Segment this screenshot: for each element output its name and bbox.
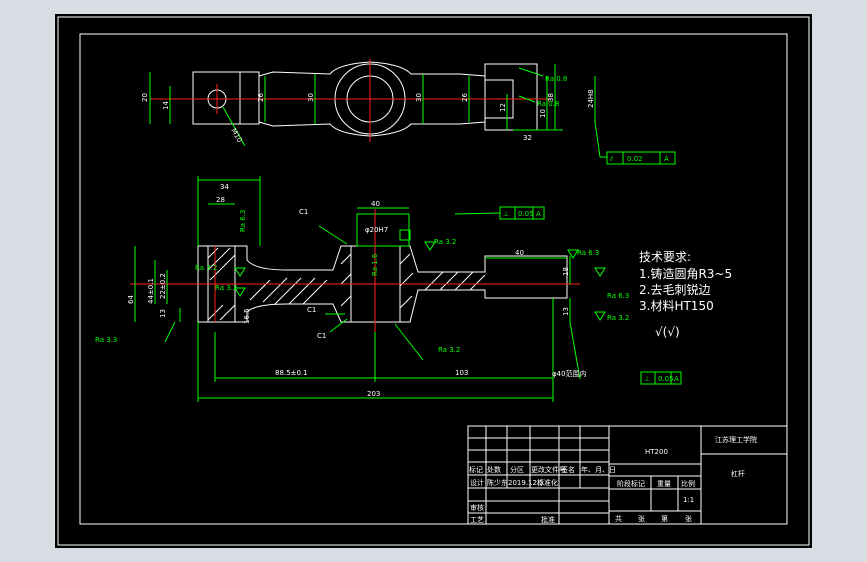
dim-13b: 13 xyxy=(562,307,570,316)
dim-18: 18 xyxy=(562,267,570,276)
tb-label-zone: 分区 xyxy=(510,465,524,474)
tb-label-sign: 签名 xyxy=(561,465,575,474)
dim-32: 32 xyxy=(523,134,532,142)
tol-top-datum: A xyxy=(664,155,669,163)
top-view: 20 14 26 30 30 26 12 10 38 24H8 32 M10 R… xyxy=(141,59,676,165)
cad-drawing: 20 14 26 30 30 26 12 10 38 24H8 32 M10 R… xyxy=(57,16,810,546)
dim-88-5: 88.5±0.1 xyxy=(275,369,308,377)
tb-design: 设计 xyxy=(470,478,484,487)
tb-stage: 阶段标记 xyxy=(617,479,645,488)
tol-mid-datum: A xyxy=(536,210,541,218)
tb-design-date: 2019.12.5 xyxy=(508,479,544,487)
tb-process: 工艺 xyxy=(470,516,484,524)
ra-top-a: Ra 0.8 xyxy=(545,75,567,83)
ra-3-2-b: Ra 3.2 xyxy=(195,264,217,272)
note-phi40: φ40范围内 xyxy=(552,369,587,378)
tb-label-file: 更改文件号 xyxy=(531,465,566,474)
c1-c: C1 xyxy=(317,332,326,340)
material: HT200 xyxy=(645,448,668,456)
ra-6-3-b: Ra 6.3 xyxy=(577,249,599,257)
dim-10: 10 xyxy=(539,109,547,118)
dim-40a: 40 xyxy=(371,200,380,208)
c1-a: C1 xyxy=(299,208,308,216)
school-name: 江苏理工学院 xyxy=(715,435,757,444)
dim-22: 22±0.2 xyxy=(159,273,167,299)
tb-approve: 批准 xyxy=(541,515,555,524)
dim-44: 44±0.1 xyxy=(147,278,155,304)
tb-scale: 1:1 xyxy=(683,496,694,504)
dim-103: 103 xyxy=(455,369,468,377)
ra-3-2-a: Ra 3.2 xyxy=(434,238,456,246)
tb-label-count: 处数 xyxy=(487,465,501,474)
tb-scale-label: 比例 xyxy=(681,479,695,488)
tb-sheets-unit-b: 张 xyxy=(685,514,692,523)
dim-40b: 40 xyxy=(515,249,524,257)
tb-label-mark: 标记 xyxy=(469,465,483,474)
tol-mid-sym: ⊥ xyxy=(503,210,509,218)
tech-item-3: 3.材料HT150 xyxy=(639,299,714,313)
tb-review: 审核 xyxy=(470,503,484,512)
dim-30a: 30 xyxy=(307,93,315,102)
tech-item-1: 1.铸造圆角R3~5 xyxy=(639,266,732,281)
tol-mid-val: 0.05 xyxy=(518,210,534,218)
tb-sheets-total: 共 xyxy=(615,514,622,523)
tb-sheet-no: 第 xyxy=(661,514,668,523)
tb-designer: 陈少东 xyxy=(487,478,508,487)
dim-24h8: 24H8 xyxy=(587,89,595,108)
front-view: 34 28 40 40 φ20H7 C1 C1 C1 Ra 6.3 Ra 3.2… xyxy=(95,176,682,402)
tol-low-val: 0.05 xyxy=(658,375,674,383)
dim-m10: M10 xyxy=(229,127,243,144)
dim-13a: 13 xyxy=(159,309,167,318)
tol-low-sym: ⊥ xyxy=(644,375,650,383)
drawing-sheet: 20 14 26 30 30 26 12 10 38 24H8 32 M10 R… xyxy=(55,14,812,548)
ra-6-3-c: Ra 6.3 xyxy=(607,292,629,300)
dim-26a: 26 xyxy=(257,93,265,102)
tol-low-datum: A xyxy=(674,375,679,383)
tb-label-date: 年、月、日 xyxy=(581,465,616,474)
dim-28: 28 xyxy=(216,196,225,204)
tb-sheets-unit-a: 张 xyxy=(638,514,645,523)
ra-3-2-c: Ra 3.2 xyxy=(215,284,237,292)
tol-top-val: 0.02 xyxy=(627,155,643,163)
title-block: HT200 江苏理工学院 杠杆 标记 处数 分区 更改文件号 签名 年、月、日 … xyxy=(467,425,788,525)
ra-top-b: Ra 0.8 xyxy=(537,100,559,108)
c1-b: C1 xyxy=(307,306,316,314)
part-name: 杠杆 xyxy=(731,469,745,478)
dim-12: 12 xyxy=(499,103,507,112)
ra-3-2-d: Ra 3.2 xyxy=(438,346,460,354)
dim-16-5: 16.5 xyxy=(243,308,251,324)
dim-phi20: φ20H7 xyxy=(365,226,388,234)
inner-border xyxy=(79,33,788,525)
dim-64: 64 xyxy=(127,295,135,304)
tech-requirements: 技术要求: 1.铸造圆角R3~5 2.去毛刺锐边 3.材料HT150 √(√) xyxy=(639,250,732,339)
ra-3-3: Ra 3.3 xyxy=(95,336,117,344)
ra-6-3-a: Ra 6.3 xyxy=(239,210,247,232)
dim-34: 34 xyxy=(220,183,229,191)
dim-20: 20 xyxy=(141,93,149,102)
tech-item-2: 2.去毛刺锐边 xyxy=(639,283,710,297)
roughness-note: √(√) xyxy=(655,325,680,339)
dim-38: 38 xyxy=(547,93,555,102)
tb-standard: 标准化 xyxy=(537,478,558,487)
dim-14: 14 xyxy=(162,101,170,110)
tech-title: 技术要求: xyxy=(639,250,691,264)
dim-30b: 30 xyxy=(415,93,423,102)
outer-border xyxy=(57,16,810,546)
tb-weight: 重量 xyxy=(657,480,671,488)
dim-203: 203 xyxy=(367,390,380,398)
ra-1-6: Ra 1.6 xyxy=(371,253,379,276)
ra-3-2-e: Ra 3.2 xyxy=(607,314,629,322)
tol-top-sym: ⫽ xyxy=(609,155,614,163)
dim-26b: 26 xyxy=(461,93,469,102)
